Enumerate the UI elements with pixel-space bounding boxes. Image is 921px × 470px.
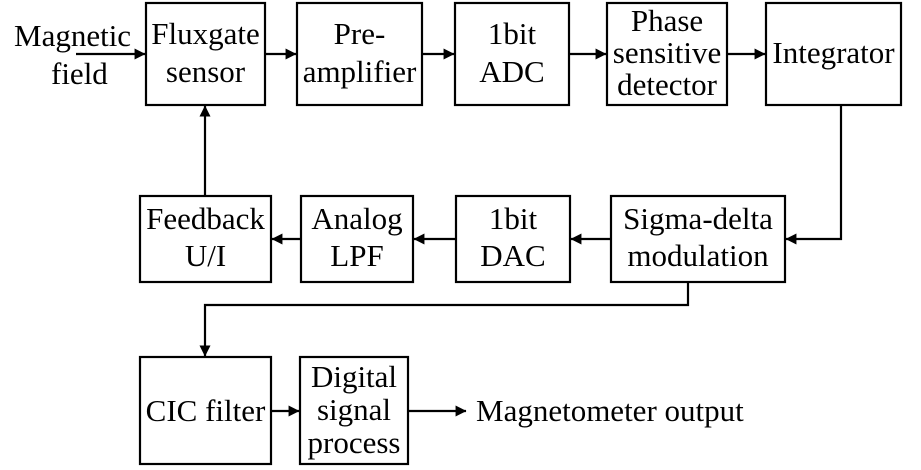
dsp-label-line1: Digital [311, 359, 397, 394]
integrator-label: Integrator [772, 35, 895, 70]
magnetic-field-label-line2: field [51, 56, 108, 91]
integrator-block: Integrator [764, 1, 903, 107]
integrator-box [764, 1, 903, 107]
dac-label-line2: DAC [480, 238, 545, 273]
cic-filter-block: CIC filter [138, 355, 273, 466]
dsp-label-line2: signal [317, 392, 391, 427]
preamplifier-block: Pre- amplifier [295, 1, 424, 107]
dsp-label-line3: process [308, 425, 401, 460]
adc-label-line2: ADC [479, 54, 544, 89]
fluxgate-sensor-block: Fluxgate sensor [144, 1, 267, 107]
phase-detector-block: Phase sensitive detector [605, 1, 729, 107]
dac-label-line1: 1bit [489, 201, 538, 236]
phase-detector-label-line1: Phase [631, 3, 703, 38]
analog-lpf-label-line2: LPF [330, 238, 383, 273]
sigma-delta-label-line2: modulation [627, 238, 769, 273]
arrow-integrator-to-sigma-delta [785, 105, 843, 245]
magnetometer-output-label: Magnetometer output [476, 393, 744, 428]
fluxgate-sensor-label-line2: sensor [166, 54, 246, 89]
arrow-sigma-delta-to-cic [199, 282, 690, 357]
adc-block: 1bit ADC [453, 1, 571, 107]
dsp-box [298, 355, 410, 466]
cic-filter-box [138, 355, 273, 466]
preamplifier-label-line2: amplifier [303, 54, 417, 89]
sigma-delta-block: Sigma-delta modulation [609, 194, 787, 284]
dsp-block: Digital signal process [298, 355, 410, 466]
analog-lpf-block: Analog LPF [299, 194, 415, 284]
feedback-block: Feedback U/I [138, 194, 273, 284]
feedback-label-line1: Feedback [146, 201, 265, 236]
fluxgate-sensor-box [144, 1, 267, 107]
phase-detector-label-line2: sensitive [613, 35, 722, 70]
sigma-delta-label-line1: Sigma-delta [623, 201, 773, 236]
analog-lpf-box [299, 194, 415, 284]
feedback-label-line2: U/I [185, 238, 226, 273]
preamplifier-label-line1: Pre- [334, 16, 386, 51]
fluxgate-sensor-label-line1: Fluxgate [151, 16, 260, 51]
analog-lpf-label-line1: Analog [311, 201, 402, 236]
magnetic-field-label-line1: Magnetic [14, 18, 131, 53]
dac-block: 1bit DAC [454, 194, 572, 284]
phase-detector-box [605, 1, 729, 107]
adc-label-line1: 1bit [488, 16, 537, 51]
phase-detector-label-line3: detector [617, 67, 718, 102]
sigma-delta-box [609, 194, 787, 284]
dac-box [454, 194, 572, 284]
magnetic-field-label: Magnetic field [14, 18, 131, 91]
cic-filter-label: CIC filter [146, 393, 266, 428]
